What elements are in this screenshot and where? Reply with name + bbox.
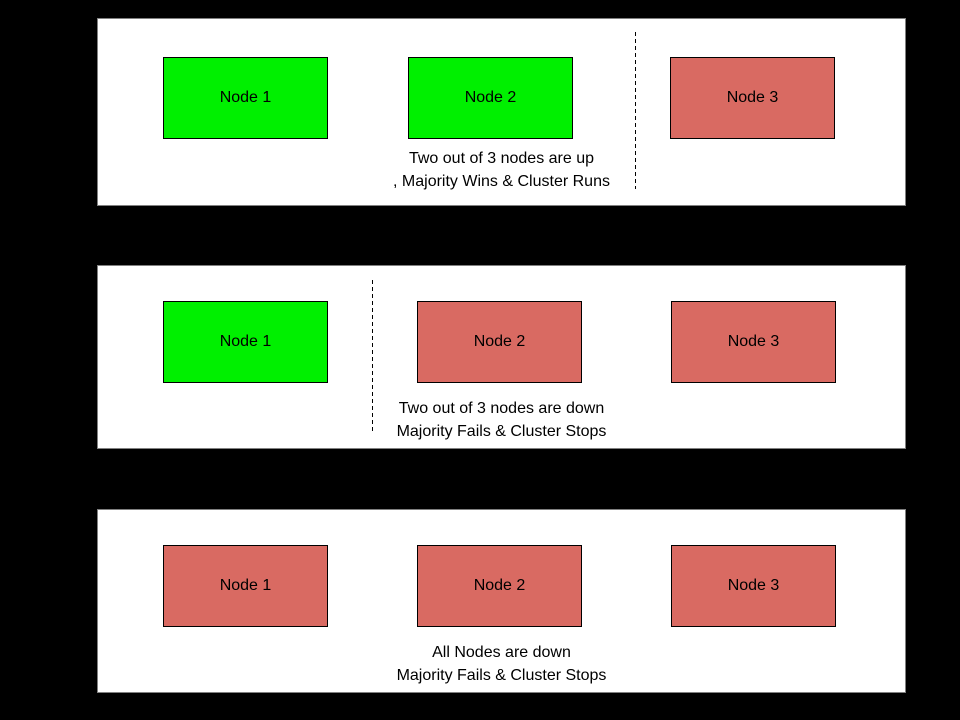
node-1-label: Node 1 xyxy=(219,333,272,350)
node-1-box: Node 1 xyxy=(163,301,328,383)
scenario-panel-all-down: Node 1 Node 2 Node 3 All Nodes are down … xyxy=(97,509,906,693)
node-2-box: Node 2 xyxy=(417,545,582,627)
caption-line-2: , Majority Wins & Cluster Runs xyxy=(393,173,610,190)
scenario-caption: Two out of 3 nodes are down Majority Fai… xyxy=(98,397,905,443)
scenario-panel-majority-fails: Node 1 Node 2 Node 3 Two out of 3 nodes … xyxy=(97,265,906,449)
caption-line-1: Two out of 3 nodes are down xyxy=(398,400,605,417)
node-3-label: Node 3 xyxy=(726,89,779,106)
caption-line-1: All Nodes are down xyxy=(432,644,571,661)
node-3-box: Node 3 xyxy=(671,301,836,383)
network-partition-dashed-line xyxy=(372,280,373,434)
scenario-caption: All Nodes are down Majority Fails & Clus… xyxy=(98,641,905,687)
node-2-label: Node 2 xyxy=(473,333,526,350)
node-1-label: Node 1 xyxy=(219,577,272,594)
node-3-box: Node 3 xyxy=(671,545,836,627)
node-3-box: Node 3 xyxy=(670,57,835,139)
node-1-box: Node 1 xyxy=(163,545,328,627)
node-3-label: Node 3 xyxy=(727,577,780,594)
caption-line-1: Two out of 3 nodes are up xyxy=(408,150,594,167)
caption-line-2: Majority Fails & Cluster Stops xyxy=(396,423,607,440)
node-2-label: Node 2 xyxy=(473,577,526,594)
node-3-label: Node 3 xyxy=(727,333,780,350)
node-2-box: Node 2 xyxy=(417,301,582,383)
node-2-label: Node 2 xyxy=(464,89,517,106)
scenario-panel-majority-wins: Node 1 Node 2 Node 3 Two out of 3 nodes … xyxy=(97,18,906,206)
node-2-box: Node 2 xyxy=(408,57,573,139)
node-1-box: Node 1 xyxy=(163,57,328,139)
scenario-caption: Two out of 3 nodes are up , Majority Win… xyxy=(98,147,905,193)
caption-line-2: Majority Fails & Cluster Stops xyxy=(396,667,607,684)
network-partition-dashed-line xyxy=(635,32,636,189)
node-1-label: Node 1 xyxy=(219,89,272,106)
